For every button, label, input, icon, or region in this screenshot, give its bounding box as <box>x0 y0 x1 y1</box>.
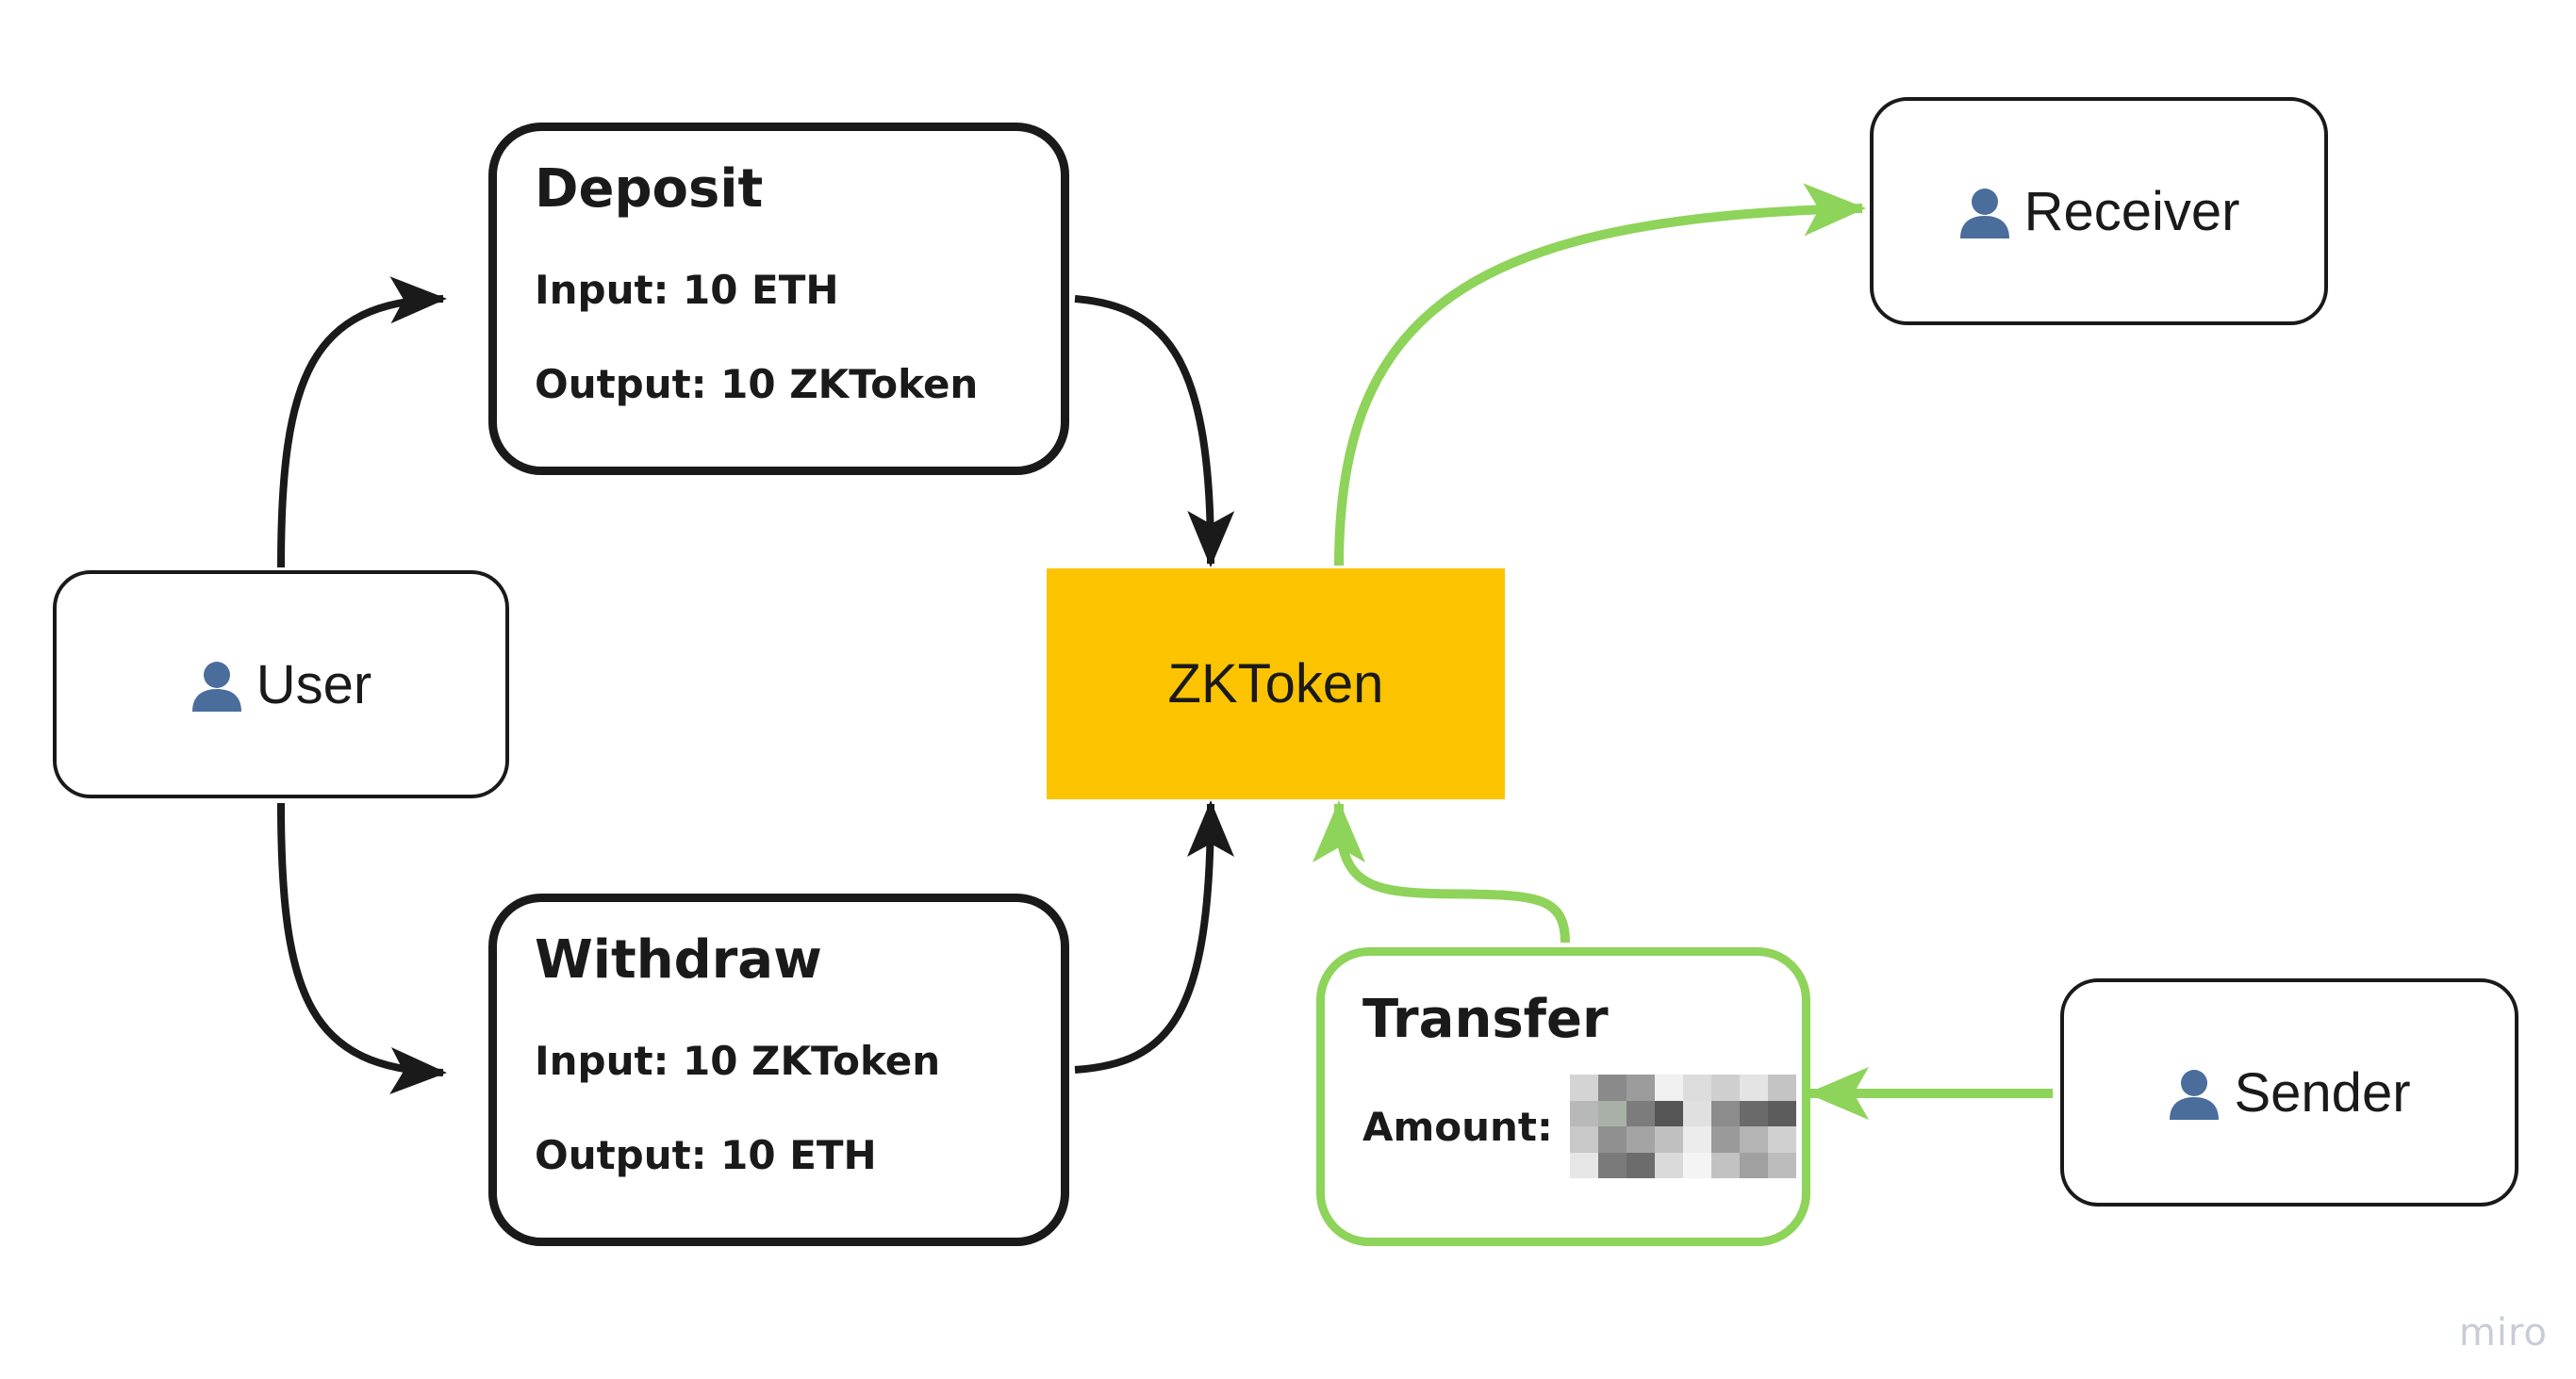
withdraw-output: Output: 10 ETH <box>535 1132 877 1178</box>
edge-user-to-withdraw <box>277 802 447 1094</box>
receiver-label: Receiver <box>2023 180 2240 242</box>
edge-deposit-to-zktoken <box>1074 295 1235 567</box>
receiver-node[interactable]: Receiver <box>1870 97 2328 325</box>
edge-withdraw-to-zktoken <box>1074 800 1234 1074</box>
user-label: User <box>256 653 372 715</box>
deposit-node[interactable]: Deposit Input: 10 ETH Output: 10 ZKToken <box>488 123 1069 475</box>
edge-user-to-deposit <box>277 276 447 568</box>
sender-label: Sender <box>2234 1061 2411 1124</box>
transfer-amount-row: Amount: <box>1362 1075 1802 1178</box>
person-icon <box>190 657 243 712</box>
edge-transfer-to-zktoken <box>1313 800 1570 944</box>
transfer-title: Transfer <box>1362 989 1609 1050</box>
sender-node[interactable]: Sender <box>2060 978 2518 1207</box>
deposit-input: Input: 10 ETH <box>535 267 839 313</box>
person-icon <box>2168 1065 2221 1120</box>
redacted-amount <box>1569 1075 1796 1178</box>
withdraw-input: Input: 10 ZKToken <box>535 1038 941 1084</box>
zktoken-node[interactable]: ZKToken <box>1047 568 1505 799</box>
edge-zktoken-to-receiver <box>1334 183 1866 566</box>
miro-watermark: miro <box>2458 1311 2548 1354</box>
zktoken-label: ZKToken <box>1167 653 1384 714</box>
person-icon <box>1958 184 2011 238</box>
withdraw-title: Withdraw <box>535 929 822 991</box>
transfer-node[interactable]: Transfer Amount: <box>1316 947 1810 1246</box>
user-node[interactable]: User <box>53 570 509 798</box>
withdraw-node[interactable]: Withdraw Input: 10 ZKToken Output: 10 ET… <box>488 894 1069 1246</box>
deposit-output: Output: 10 ZKToken <box>535 361 979 407</box>
deposit-title: Deposit <box>535 158 764 220</box>
transfer-amount-label: Amount: <box>1362 1103 1553 1150</box>
